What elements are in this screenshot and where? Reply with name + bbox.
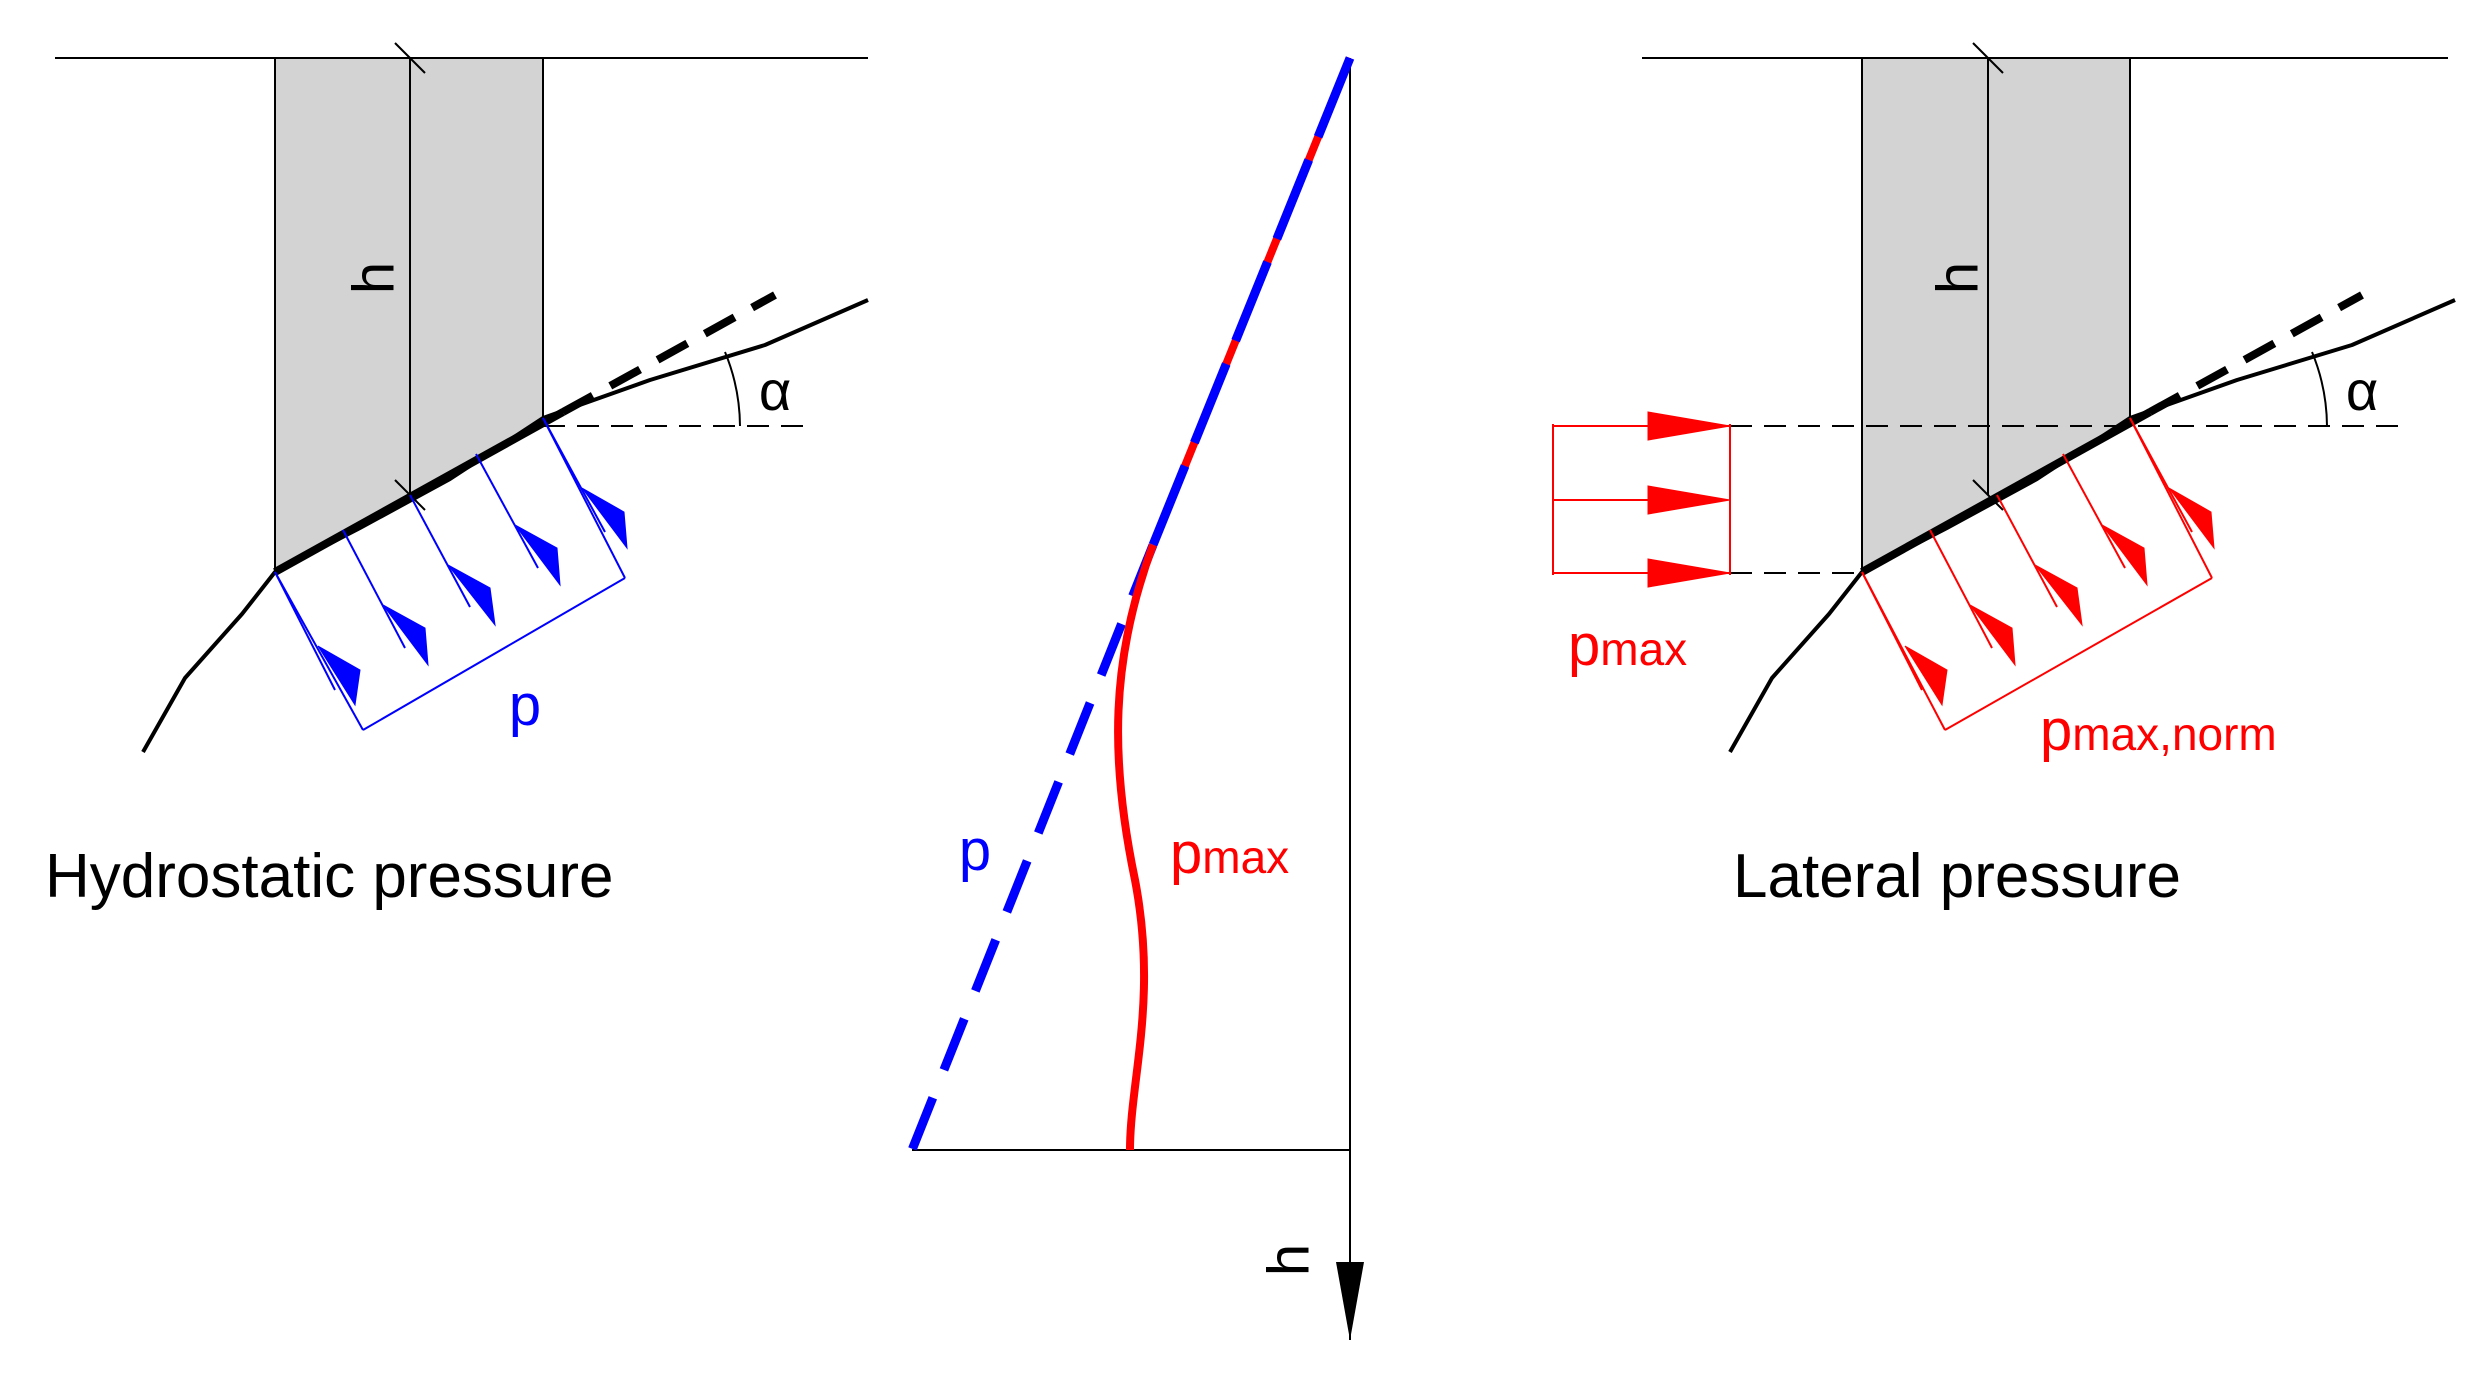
- pressure-arrow: [2129, 417, 2193, 533]
- pmax-norm-label: pmax,norm: [2040, 698, 2277, 763]
- hydrostatic-arrows: [274, 417, 628, 707]
- pressure-arrow: [1861, 571, 1923, 691]
- pressure-arrowhead: [317, 645, 361, 707]
- pmax-label: pmax: [1568, 613, 1687, 678]
- pressure-arrow: [475, 453, 539, 569]
- lateral-arrowhead: [1647, 485, 1731, 515]
- dimension-tick-bottom: [1972, 479, 2004, 511]
- lateral-horizontal-block: [1552, 411, 1731, 588]
- water-column: [1862, 58, 2130, 572]
- dimension-tick-top: [394, 42, 426, 74]
- lateral-curve-label: pmax: [1170, 821, 1289, 886]
- pressure-arrow: [342, 529, 406, 649]
- height-label: h: [1925, 262, 1990, 294]
- lateral-normal-arrows: [1861, 417, 2215, 707]
- distribution-panel: h p pmax: [907, 56, 1364, 1340]
- pressure-arrowhead: [2101, 524, 2148, 587]
- pressure-base-line: [362, 577, 626, 731]
- angle-label: α: [2346, 359, 2378, 422]
- tangent-dashed: [561, 291, 777, 416]
- pressure-arrowhead: [581, 487, 628, 550]
- hydrostatic-curve-label: p: [959, 818, 991, 883]
- label-main: p: [2040, 698, 2072, 763]
- lateral-title: Lateral pressure: [1733, 842, 2181, 911]
- lateral-arrowhead: [1647, 411, 1731, 441]
- hydrostatic-line-dashed: [907, 543, 1158, 1152]
- loaded-segment: [273, 408, 565, 576]
- pressure-base-line: [1944, 577, 2213, 731]
- pressure-arrow: [1996, 494, 2058, 608]
- lateral-pressure-curve: [1114, 543, 1157, 1151]
- tangent-dashed: [2148, 291, 2364, 416]
- pressure-arrow: [274, 571, 336, 691]
- angle-label: α: [759, 359, 791, 422]
- pressure-arrowhead: [2168, 487, 2215, 550]
- label-subscript: max: [1202, 831, 1289, 883]
- pressure-arrowhead: [1904, 645, 1948, 707]
- depth-axis-arrowhead: [1336, 1262, 1364, 1340]
- pressure-arrowhead: [382, 604, 429, 667]
- hydrostatic-panel: h α p Hydrostatic pressure: [45, 42, 869, 911]
- hydrostatic-title: Hydrostatic pressure: [45, 842, 614, 911]
- pressure-end-left: [274, 571, 364, 731]
- pressure-arrow: [1929, 529, 1993, 649]
- pressure-arrowhead: [514, 524, 561, 587]
- pressure-arrow: [542, 417, 606, 533]
- pressure-arrow: [409, 494, 471, 608]
- angle-arc: [724, 351, 741, 427]
- label-main: p: [1568, 613, 1600, 678]
- lateral-panel: h α: [1552, 42, 2456, 911]
- label-subscript: max,norm: [2072, 708, 2276, 760]
- hydrostatic-p-label: p: [509, 673, 541, 738]
- label-subscript: max: [1600, 623, 1687, 675]
- height-label: h: [341, 262, 406, 294]
- pressure-arrow: [2062, 453, 2126, 569]
- depth-axis-label: h: [1256, 1244, 1321, 1276]
- pressure-arrowhead: [2034, 564, 2083, 627]
- hydrostatic-line-dashed-top: [1148, 56, 1355, 547]
- angle-arc: [2311, 351, 2328, 427]
- dimension-tick-top: [1972, 42, 2004, 74]
- pressure-arrowhead: [1969, 604, 2016, 667]
- pressure-arrowhead: [447, 564, 496, 627]
- lateral-arrowhead: [1647, 558, 1731, 588]
- loaded-segment: [1860, 408, 2152, 576]
- label-main: p: [1170, 821, 1202, 886]
